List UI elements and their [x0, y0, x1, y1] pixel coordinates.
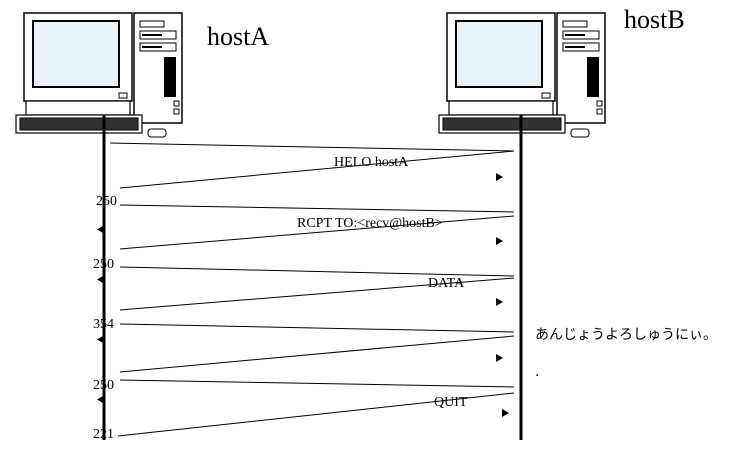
arrowhead-right	[496, 173, 503, 181]
message-line	[119, 150, 515, 189]
host-a-label: hostA	[207, 22, 269, 51]
response-code: 250	[93, 257, 114, 272]
arrowheads	[97, 173, 509, 417]
response-code: 354	[93, 317, 114, 332]
message-label: DATA	[428, 276, 465, 291]
message-line	[109, 142, 515, 152]
message-line	[119, 335, 515, 373]
response-code: 221	[93, 427, 114, 442]
message-line	[117, 392, 515, 437]
arrowhead-left	[97, 226, 103, 233]
host-a: hostA	[15, 12, 269, 138]
message-arrows	[109, 142, 515, 437]
arrowhead-right	[502, 409, 509, 417]
arrowhead-left	[97, 396, 103, 403]
message-line	[119, 277, 515, 311]
message-body-text: あんじょうよろしゅうにぃ。	[535, 327, 717, 343]
response-code: 250	[93, 378, 114, 393]
arrowhead-right	[496, 298, 503, 306]
message-label: HELO hostA	[334, 155, 409, 170]
message-line	[119, 266, 515, 277]
message-label: QUIT	[434, 395, 468, 410]
arrowhead-left	[97, 336, 103, 343]
message-line	[119, 204, 515, 213]
message-line	[119, 215, 515, 250]
arrowhead-right	[496, 237, 503, 245]
computer-icon	[15, 12, 183, 138]
arrowhead-left	[97, 276, 103, 283]
message-terminator: .	[535, 363, 539, 380]
message-line	[119, 379, 515, 388]
response-code: 250	[96, 194, 117, 209]
message-line	[119, 323, 515, 333]
message-label: RCPT TO:<recv@hostB>	[297, 216, 443, 231]
arrowhead-right	[496, 354, 503, 362]
host-b: hostB	[438, 5, 685, 138]
host-b-label: hostB	[624, 5, 685, 34]
